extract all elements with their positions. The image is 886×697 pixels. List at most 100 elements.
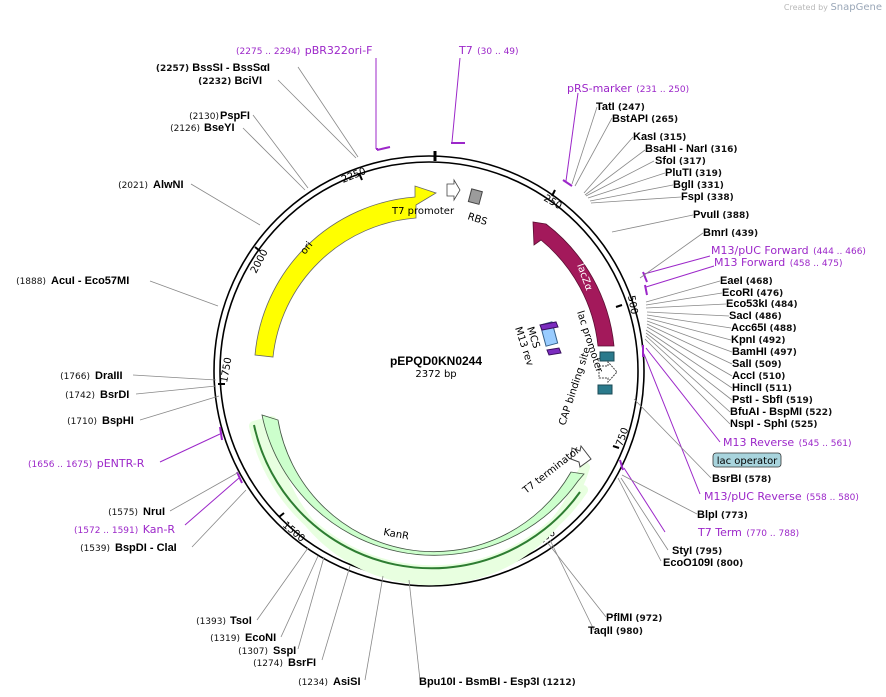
t7-terminator-feature[interactable] xyxy=(570,444,592,468)
enzyme-ecori[interactable]: EcoRI (476) xyxy=(722,287,783,299)
cap-site-2[interactable] xyxy=(597,384,613,395)
enzyme-draiii[interactable]: DraIII xyxy=(95,370,123,382)
enzyme-alwni-pos: (2021) xyxy=(118,181,148,191)
enzyme-pspfi-pos: (2130) xyxy=(189,112,219,122)
enzyme-bspdi[interactable]: BspDI - ClaI xyxy=(115,542,177,554)
lacz-alpha-feature[interactable] xyxy=(532,221,615,347)
credit-brand: SnapGene xyxy=(830,2,882,13)
enzyme-pluti[interactable]: PluTI (319) xyxy=(665,167,722,179)
lac-promoter-feature[interactable] xyxy=(598,360,618,384)
primer-m13-forward[interactable]: M13 Forward (458 .. 475) xyxy=(714,253,843,270)
cap-site-1[interactable] xyxy=(599,351,615,362)
enzyme-bseyi[interactable]: BseYI xyxy=(204,122,235,134)
enzyme-pvuii[interactable]: PvuII (388) xyxy=(693,209,749,221)
rbs-label: RBS xyxy=(466,211,488,228)
kanr-feature[interactable] xyxy=(261,414,585,556)
enzyme-bgli[interactable]: BglI (331) xyxy=(673,179,724,191)
enzyme-sali[interactable]: SalI (509) xyxy=(732,358,782,370)
enzyme-bseyi-pos: (2126) xyxy=(170,124,200,134)
tick-2000: 2000 xyxy=(249,248,271,276)
enzyme-tati[interactable]: TatI (247) xyxy=(596,101,645,113)
rbs-feature[interactable] xyxy=(467,188,483,205)
primer-m13-reverse[interactable]: M13 Reverse (545 .. 561) xyxy=(723,433,851,450)
enzyme-sfoi[interactable]: SfoI (317) xyxy=(655,155,706,167)
tick-marks xyxy=(218,172,623,580)
cap-binding-label: CAP binding site xyxy=(557,346,593,427)
enzyme-hincii[interactable]: HincII (511) xyxy=(732,382,792,394)
enzyme-acc65i[interactable]: Acc65I (488) xyxy=(731,322,797,334)
enzyme-bamhi[interactable]: BamHI (497) xyxy=(732,346,797,358)
primer-m13-puc-forward[interactable]: M13/pUC Forward (444 .. 466) xyxy=(711,241,866,258)
enzyme-bpu10i[interactable]: Bpu10I - BsmBI - Esp3I (1212) xyxy=(419,676,576,688)
enzyme-kasi[interactable]: KasI (315) xyxy=(633,131,686,143)
enzyme-econi[interactable]: EcoNI xyxy=(245,632,276,644)
tick-1750: 1750 xyxy=(219,357,234,384)
enzyme-draiii-pos: (1766) xyxy=(60,372,90,382)
enzyme-taqii[interactable]: TaqII (980) xyxy=(588,625,643,637)
enzyme-nrui[interactable]: NruI xyxy=(143,506,165,518)
enzyme-bfuai[interactable]: BfuAI - BspMI (522) xyxy=(730,406,832,418)
m13-rev-feature[interactable] xyxy=(546,347,562,356)
enzyme-fspi[interactable]: FspI (338) xyxy=(681,191,734,203)
enzyme-styi[interactable]: StyI (795) xyxy=(672,545,722,557)
enzyme-nspi[interactable]: NspI - SphI (525) xyxy=(730,418,818,430)
primer-kan-r[interactable]: (1572 .. 1591) Kan-R xyxy=(74,520,175,537)
lac-operator-label: lac operator xyxy=(717,456,778,467)
enzyme-bsphi[interactable]: BspHI xyxy=(102,415,134,427)
t7-promoter-feature[interactable] xyxy=(446,178,461,202)
ori-feature[interactable] xyxy=(254,185,437,358)
enzyme-eaei[interactable]: EaeI (468) xyxy=(720,275,773,287)
enzyme-labels-bottom: (1393) TsoI (1319) EcoNI (1307) SspI (12… xyxy=(196,612,662,688)
enzyme-sspi-pos: (1307) xyxy=(238,647,268,657)
kanr-highlight xyxy=(249,416,590,586)
enzyme-econi-pos: (1319) xyxy=(210,634,240,644)
enzyme-psti[interactable]: PstI - SbfI (519) xyxy=(732,394,813,406)
enzyme-labels-left: (2257) BssSI - BssSαI (2232) BciVI (2130… xyxy=(16,62,270,554)
primer-t7-term[interactable]: T7 Term (770 .. 788) xyxy=(697,523,799,540)
enzyme-asisi-pos: (1234) xyxy=(298,678,328,688)
primer-bars xyxy=(219,142,648,484)
t7-promoter-label: T7 promoter xyxy=(391,206,455,217)
primer-labels: (2275 .. 2294) pBR322ori-F T7 (30 .. 49)… xyxy=(28,41,866,540)
enzyme-tsoi[interactable]: TsoI xyxy=(230,615,252,627)
primer-leaders xyxy=(159,57,721,533)
enzyme-alwni[interactable]: AlwNI xyxy=(153,179,184,191)
enzyme-bsrbi[interactable]: BsrBI (578) xyxy=(712,473,771,485)
enzyme-bsrdi[interactable]: BsrDI xyxy=(100,389,129,401)
enzyme-labels-right: StyI (795) EcoO109I (800) BlpI (773) Bsr… xyxy=(596,101,832,569)
enzyme-pflmi[interactable]: PflMI (972) xyxy=(606,612,662,624)
tick-2250: 2250 xyxy=(340,166,368,186)
backbone-outer xyxy=(213,155,645,587)
enzyme-bcivi[interactable]: (2232) BciVI xyxy=(198,75,262,87)
enzyme-leaders xyxy=(132,66,733,681)
enzyme-asisi[interactable]: AsiSI xyxy=(333,676,361,688)
primer-prs-marker[interactable]: pRS-marker (231 .. 250) xyxy=(567,79,689,96)
enzyme-bstapi[interactable]: BstAPI (265) xyxy=(612,113,678,125)
enzyme-pspfi[interactable]: PspFI xyxy=(220,110,250,122)
enzyme-ecoo109i[interactable]: EcoO109I (800) xyxy=(663,557,743,569)
lac-operator-badge[interactable] xyxy=(712,452,782,468)
enzyme-bsrfi[interactable]: BsrFI xyxy=(288,657,316,669)
enzyme-eco53ki[interactable]: Eco53kI (484) xyxy=(726,298,798,310)
primer-m13-puc-reverse[interactable]: M13/pUC Reverse (558 .. 580) xyxy=(704,487,859,504)
enzyme-sspi[interactable]: SspI xyxy=(273,645,296,657)
primer-t7[interactable]: T7 (30 .. 49) xyxy=(458,41,519,58)
enzyme-bsphi-pos: (1710) xyxy=(67,417,97,427)
enzyme-acci[interactable]: AccI (510) xyxy=(732,370,785,382)
enzyme-acui[interactable]: AcuI - Eco57MI xyxy=(51,275,129,287)
enzyme-bsrdi-pos: (1742) xyxy=(65,391,95,401)
primer-pentr-r[interactable]: (1656 .. 1675) pENTR-R xyxy=(28,454,145,471)
credit-prefix: Created by xyxy=(783,3,828,12)
enzyme-bsahi[interactable]: BsaHI - NarI (316) xyxy=(645,143,737,155)
plasmid-length: 2372 bp xyxy=(415,369,456,380)
enzyme-bsssi[interactable]: (2257) BssSI - BssSαI xyxy=(156,62,270,74)
enzyme-blpi[interactable]: BlpI (773) xyxy=(697,509,748,521)
enzyme-bmri[interactable]: BmrI (439) xyxy=(703,227,758,239)
enzyme-bsrfi-pos: (1274) xyxy=(253,659,283,669)
primer-pbr322ori-f[interactable]: (2275 .. 2294) pBR322ori-F xyxy=(236,41,373,58)
m13-rev-top xyxy=(539,321,559,331)
enzyme-kpni[interactable]: KpnI (492) xyxy=(731,334,786,346)
plasmid-name: pEPQD0KN0244 xyxy=(390,354,482,368)
enzyme-saci[interactable]: SacI (486) xyxy=(729,310,782,322)
